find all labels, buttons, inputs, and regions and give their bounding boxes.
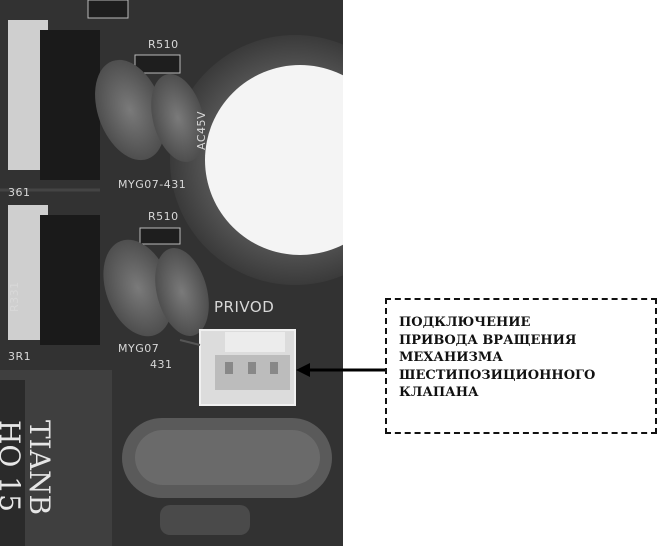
smd-resistor-mid [139, 227, 181, 245]
callout-line-3: МЕХАНИЗМА [399, 350, 503, 365]
label-361: 361 [8, 186, 31, 199]
label-3r1: 3R1 [8, 350, 31, 363]
pcb-photo: R510 R510 MYG07-431 MYG07 431 361 3R1 R3… [0, 0, 343, 546]
label-vertical: AC45V [195, 111, 208, 150]
callout-line-5: КЛАПАНА [399, 385, 479, 400]
varistor-3 [103, 239, 173, 337]
label-hq15: HQ 15 [0, 420, 26, 512]
callout-line-4: ШЕСТИПОЗИЦИОННОГО [399, 367, 596, 383]
label-r331: R331 [8, 281, 21, 312]
label-tianb: TIANB [23, 420, 56, 515]
pointer-arrow [296, 363, 388, 377]
label-privod: PRIVOD [214, 298, 274, 316]
label-myg-bottom: MYG07 [118, 342, 159, 355]
smd-resistor-top [134, 54, 181, 74]
label-myg-top: MYG07-431 [118, 178, 186, 191]
pcb-illustration: R510 R510 MYG07-431 MYG07 431 361 3R1 R3… [0, 0, 343, 546]
callout-line-1: ПОДКЛЮЧЕНИЕ [399, 315, 531, 330]
relay-top [40, 30, 100, 180]
label-r510-top: R510 [148, 38, 179, 51]
callout-line-2: ПРИВОДА ВРАЩЕНИЯ [399, 332, 577, 348]
varistor-1 [95, 59, 165, 161]
varistor-2 [151, 74, 205, 162]
label-r510-mid: R510 [148, 210, 179, 223]
callout-box: ПОДКЛЮЧЕНИЕ ПРИВОДА ВРАЩЕНИЯ МЕХАНИЗМА Ш… [385, 298, 657, 434]
label-myg-bottom2: 431 [150, 358, 173, 371]
varistor-4 [155, 248, 209, 336]
relay-bottom [40, 215, 100, 345]
white-disc [205, 65, 343, 255]
